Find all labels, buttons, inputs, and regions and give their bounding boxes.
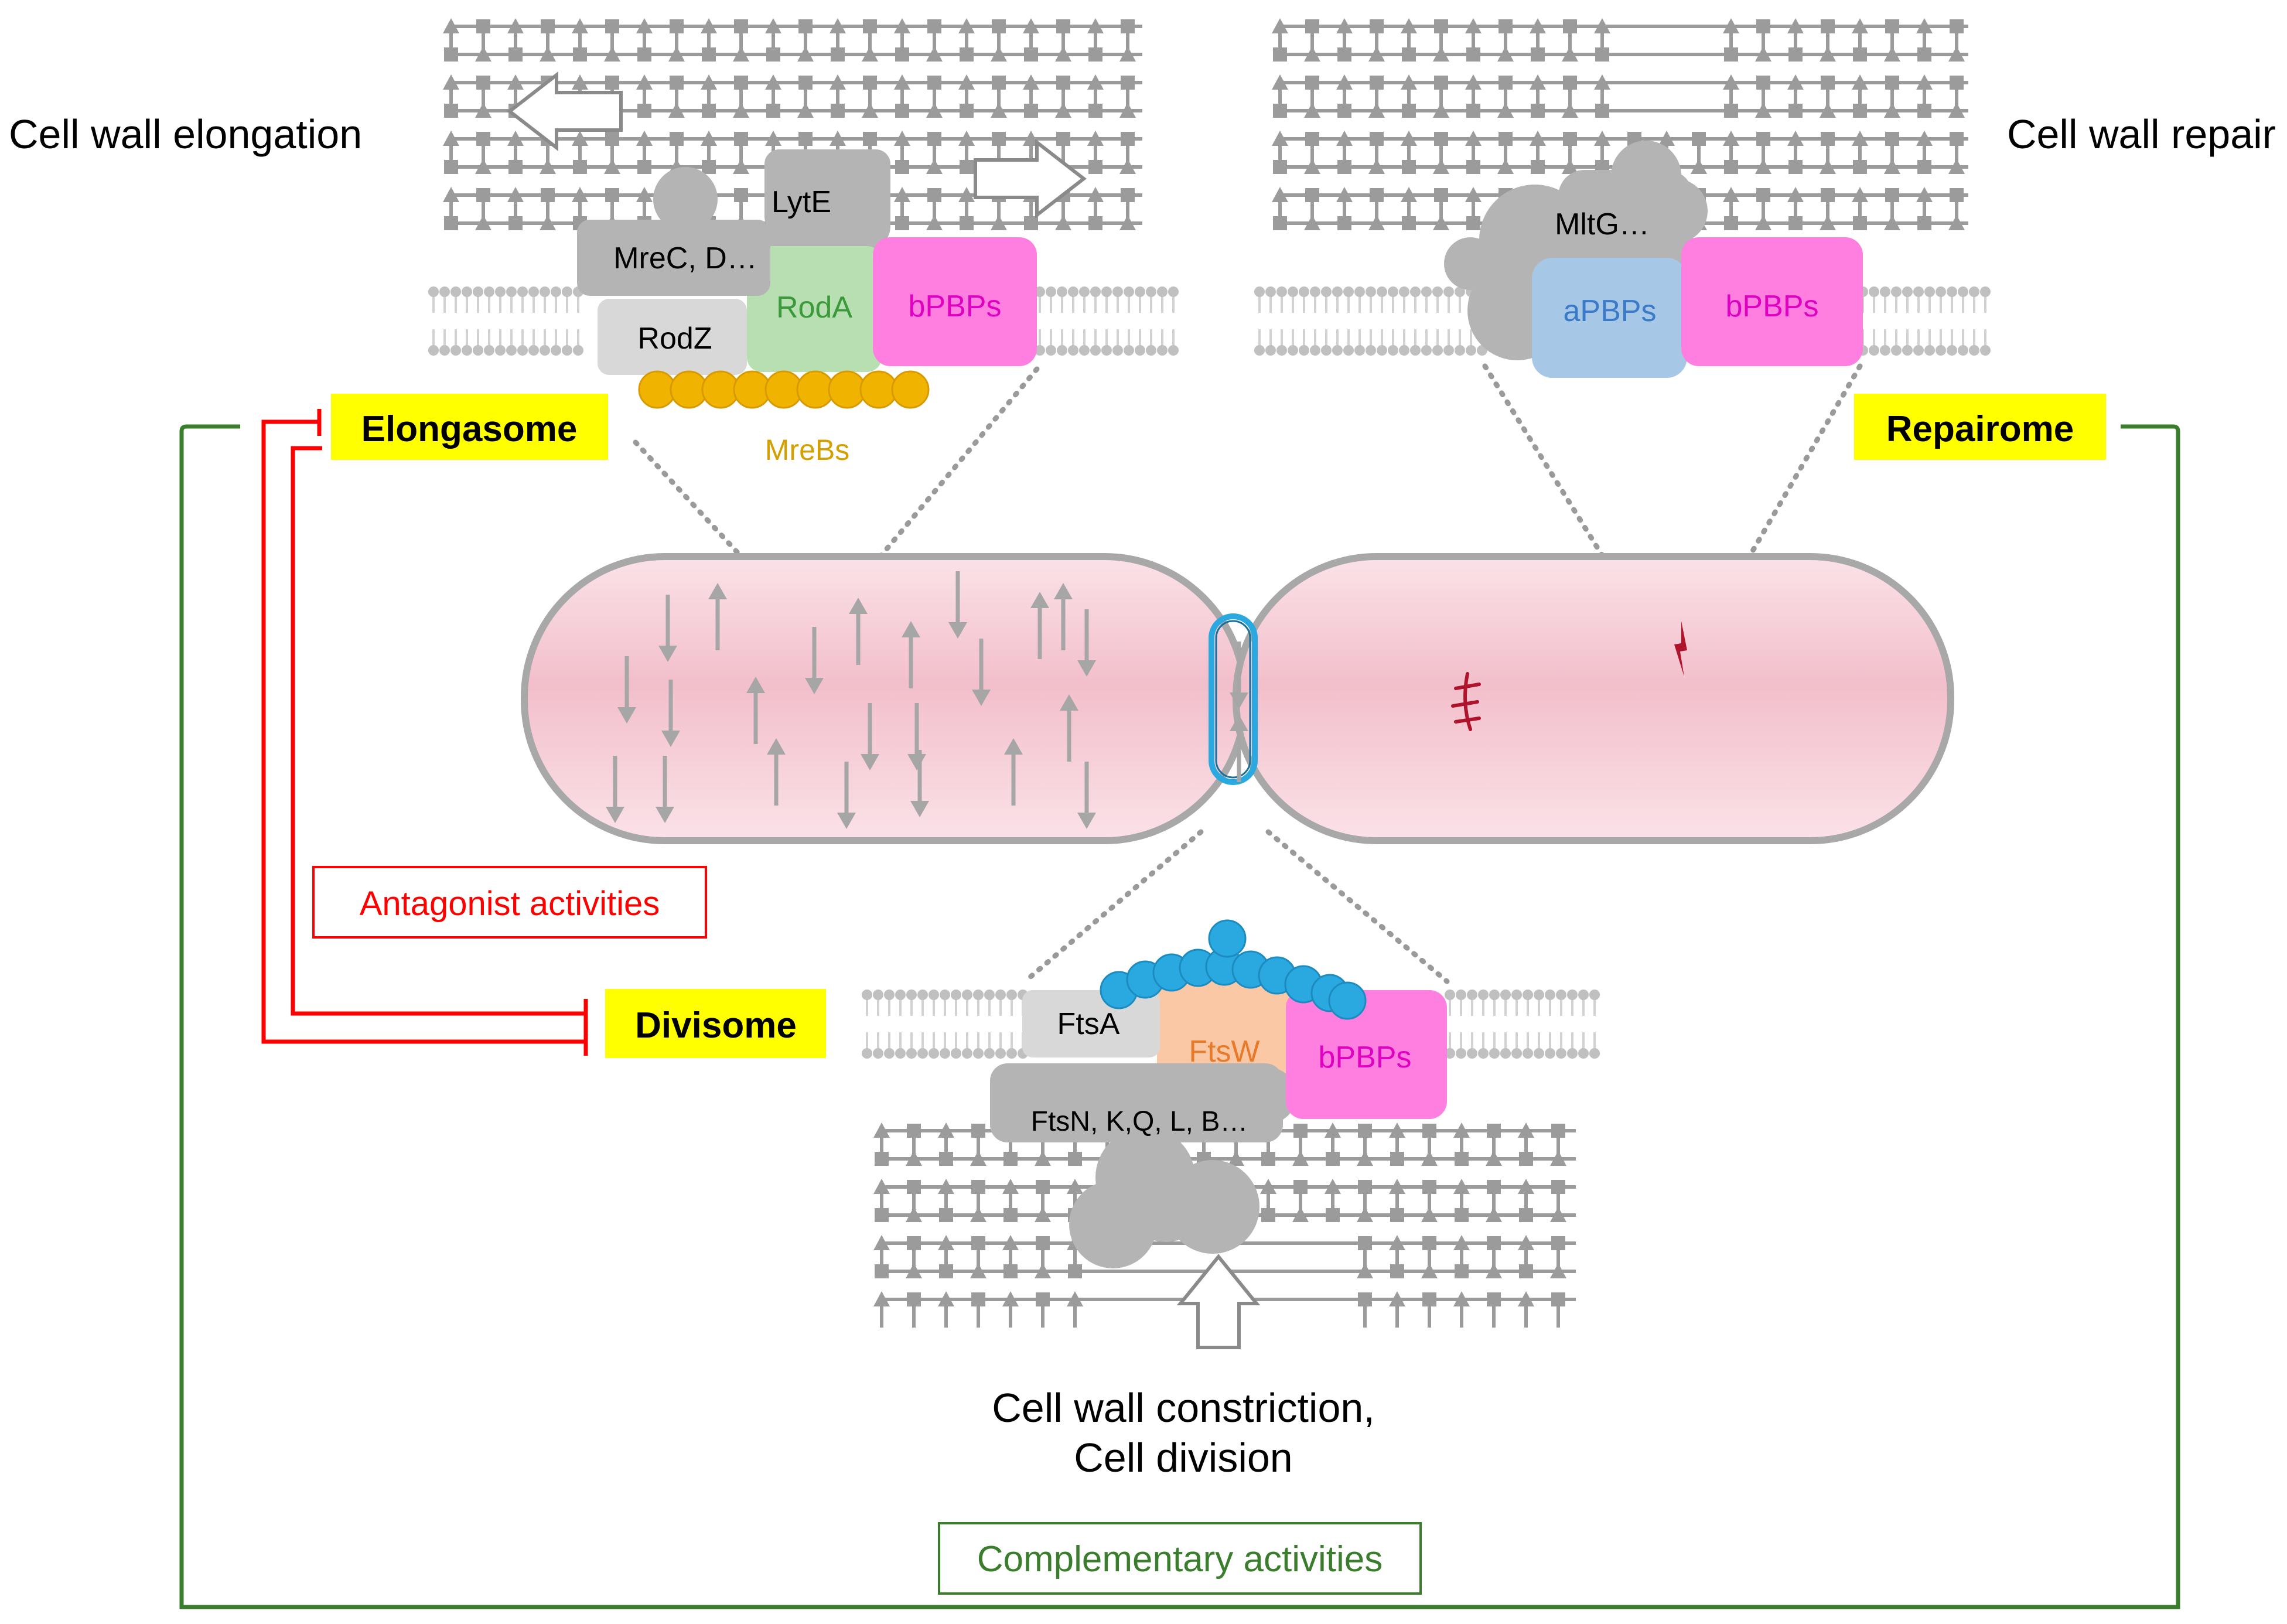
divisome-complex <box>990 919 1447 1268</box>
lyte-block <box>764 149 890 231</box>
apbps-block <box>1532 258 1687 378</box>
bpbps-repair-label: bPBPs <box>1726 289 1819 323</box>
divisome-label: Divisome <box>635 1005 797 1046</box>
roda-label: RodA <box>776 291 852 325</box>
ftsn-label: FtsN, K,Q, L, B… <box>1031 1106 1248 1137</box>
heading-constriction-line2: Cell division <box>1074 1435 1292 1480</box>
rodz-label: RodZ <box>637 322 712 356</box>
elongasome-complex <box>577 149 1037 409</box>
antagonist-box <box>312 866 707 939</box>
rodz-block <box>598 299 747 375</box>
repairome-label: Repairome <box>1886 409 2074 449</box>
insertion-arrows <box>606 571 1248 829</box>
ftsz-filament <box>1100 919 1367 1020</box>
elongasome-label: Elongasome <box>361 409 578 449</box>
bpbps-elong-block <box>873 237 1037 366</box>
heading-constriction-line1: Cell wall constriction, <box>992 1385 1375 1431</box>
roda-block <box>747 246 882 372</box>
ftsn-block <box>990 1063 1283 1142</box>
lyte-label: LytE <box>772 185 831 219</box>
bpbps-div-label: bPBPs <box>1319 1040 1412 1074</box>
mrebs-label: MreBs <box>765 434 849 466</box>
membrane-elongation <box>428 286 1179 356</box>
repairome-complex <box>1444 141 1863 378</box>
elongasome-highlight <box>331 394 608 460</box>
peptidoglycan-repair <box>1272 18 1968 230</box>
elongation-direction-arrows <box>507 71 1087 219</box>
cell-left-half <box>521 553 1248 844</box>
left-arrow-icon <box>507 71 623 152</box>
heading-elongation: Cell wall elongation <box>9 111 362 157</box>
divisome-highlight <box>605 989 826 1058</box>
complementary-box <box>938 1522 1422 1595</box>
ftsw-label: FtsW <box>1189 1035 1259 1069</box>
antagonist-lines <box>261 409 588 1056</box>
antagonist-label: Antagonist activities <box>360 885 660 923</box>
heading-repair: Cell wall repair <box>2007 111 2276 157</box>
apbps-label: aPBPs <box>1564 294 1657 328</box>
constriction-arrow-icon <box>1176 1254 1261 1349</box>
cell-right-half <box>1233 553 1954 844</box>
mrec-block <box>577 220 770 296</box>
ftsa-label: FtsA <box>1057 1007 1120 1041</box>
complementary-bracket <box>179 424 2180 1609</box>
bpbps-div-block <box>1286 990 1447 1119</box>
membrane-repair <box>1254 286 1991 356</box>
mreb-filament <box>638 370 930 409</box>
repairome-highlight <box>1854 394 2106 460</box>
lesion-mark-1 <box>1451 672 1481 731</box>
bpbps-elong-label: bPBPs <box>909 289 1002 323</box>
septum-ring <box>1209 613 1258 785</box>
bpbps-repair-block <box>1681 237 1863 366</box>
right-arrow-icon <box>974 138 1087 219</box>
bacterial-cell <box>521 553 1954 844</box>
mrec-label: MreC, D… <box>613 241 757 275</box>
complementary-label: Complementary activities <box>977 1539 1383 1579</box>
lesion-mark-2 <box>1674 621 1687 677</box>
mltg-label: MltG… <box>1555 207 1650 241</box>
